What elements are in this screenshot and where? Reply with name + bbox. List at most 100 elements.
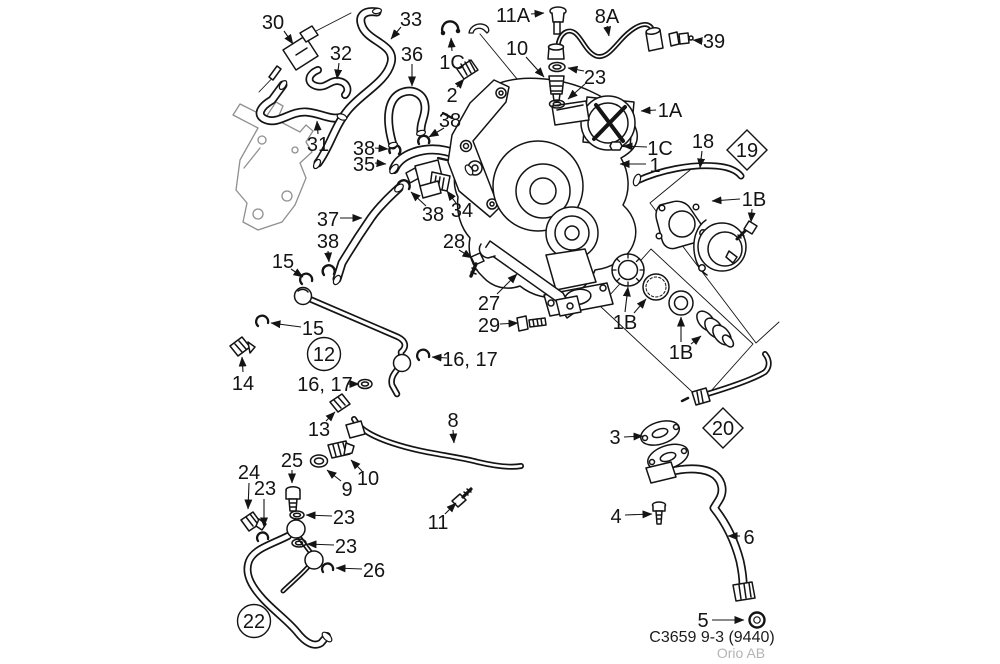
callout-8-37: 8	[447, 410, 459, 444]
callout-31-19: 31	[307, 120, 329, 156]
leader-arrow	[428, 127, 445, 138]
part-number-label: 36	[401, 44, 423, 66]
seal-ring-15b	[255, 314, 270, 328]
leader-arrow	[603, 25, 612, 37]
callout-13-36: 13	[308, 411, 336, 441]
oil-feed-pipe-8	[351, 416, 524, 470]
part-number-label: 8	[447, 410, 458, 432]
retaining-clip	[468, 23, 490, 34]
leader-arrow	[374, 144, 389, 153]
hose-32-core	[307, 67, 350, 98]
housing-bolt-1c	[609, 141, 623, 151]
bolt-28	[469, 252, 485, 278]
hose-37-core	[334, 185, 402, 282]
callout-11A-2: 11A	[496, 5, 545, 27]
leader-arrow	[446, 190, 457, 204]
leader-arrow	[444, 502, 457, 515]
hose-36-core	[385, 88, 428, 148]
boost-valve-30	[268, 25, 319, 81]
seal-ring-23c	[255, 531, 270, 543]
gasket-3	[639, 420, 681, 446]
part-number-label: 32	[330, 43, 352, 65]
part-number-label: 1A	[658, 100, 683, 122]
callout-26-47: 26	[335, 560, 385, 582]
part-number-label: 11	[428, 512, 449, 534]
leader-arrow	[350, 459, 363, 472]
gasket-1b	[655, 200, 706, 250]
callout-18-13: 18	[692, 131, 714, 169]
part-number-label: 35	[353, 154, 375, 176]
leader-arrow	[335, 564, 363, 573]
callout-1-15: 1	[619, 155, 661, 177]
pipe-nut	[345, 420, 366, 439]
part-number-label: 38	[353, 138, 375, 160]
oil-pipe-8a	[555, 21, 656, 60]
o-ring-5	[748, 611, 766, 629]
part-number-label: 14	[232, 373, 254, 395]
leader-arrow	[623, 432, 644, 441]
turbocharger-housing	[436, 77, 639, 317]
circlip-1c	[440, 20, 490, 36]
part-number-label: 16, 17	[297, 374, 353, 396]
seal-ring-9	[309, 454, 329, 468]
leader-arrow	[431, 353, 448, 362]
callout-1A-11: 1A	[640, 100, 683, 122]
return-pipe-flange	[645, 443, 690, 484]
callout-12-30: 12	[306, 336, 342, 372]
leader-arrow	[499, 319, 519, 328]
callout-1C-7: 1C	[439, 37, 465, 74]
o-ring-23-upper	[548, 61, 566, 73]
seal-ring-26	[320, 562, 335, 574]
leader-arrow	[326, 469, 342, 482]
part-number-label: 22	[243, 611, 265, 633]
banjo-bolt-14	[229, 336, 256, 357]
callout-23-42: 23	[254, 478, 276, 528]
hose-37	[332, 183, 404, 284]
leader-arrow	[305, 511, 333, 520]
callout-1C-12: 1C	[622, 138, 673, 160]
union-nut-13	[329, 393, 351, 413]
leader-arrow	[640, 106, 657, 115]
diamond-badge	[726, 129, 768, 171]
callout-35-17: 35	[353, 154, 387, 176]
artwork	[229, 6, 780, 649]
part-number-label: 34	[451, 200, 473, 222]
banjo-union-right	[392, 353, 412, 373]
callout-1B-32: 1B	[613, 286, 647, 334]
callout-29-27: 29	[478, 315, 519, 337]
part-number-label: 10	[506, 38, 528, 60]
bolt-29	[516, 315, 547, 332]
hose-end-caps	[278, 7, 642, 643]
spring-pin-2	[456, 59, 479, 80]
part-number-label: 28	[443, 231, 465, 253]
part-number-label: 15	[272, 251, 294, 273]
part-number-label: 33	[400, 9, 422, 31]
callout-38-23: 38	[317, 231, 339, 263]
leader-arrow	[334, 62, 343, 80]
leader-arrow	[283, 30, 294, 45]
part-number-label: 37	[317, 209, 339, 231]
callout-1B-28: 1B	[711, 189, 766, 223]
publisher-name: Orio AB	[717, 645, 765, 661]
o-ring-23-lower	[548, 99, 566, 109]
callout-14-34: 14	[232, 356, 254, 395]
leader-arrow	[374, 159, 387, 168]
callout-25-40: 25	[281, 450, 303, 484]
seal-ring-15a	[299, 272, 314, 286]
callout-11-48: 11	[428, 502, 457, 534]
leader-arrow	[624, 510, 653, 519]
o-ring-23e	[291, 538, 307, 548]
hose-33-core	[315, 8, 395, 166]
leader-arrow	[313, 120, 322, 135]
part-number-label: 27	[478, 293, 500, 315]
pipe-bracket-wing	[645, 461, 677, 484]
callout-23-45: 23	[305, 507, 355, 529]
callout-38-21: 38	[410, 191, 444, 226]
leader-arrow	[270, 320, 302, 329]
hose-18-core	[635, 163, 743, 183]
leader-arrow	[447, 37, 456, 52]
callout-15-25: 15	[272, 251, 304, 278]
leader-arrow	[496, 273, 518, 295]
callout-2-10: 2	[446, 78, 465, 107]
